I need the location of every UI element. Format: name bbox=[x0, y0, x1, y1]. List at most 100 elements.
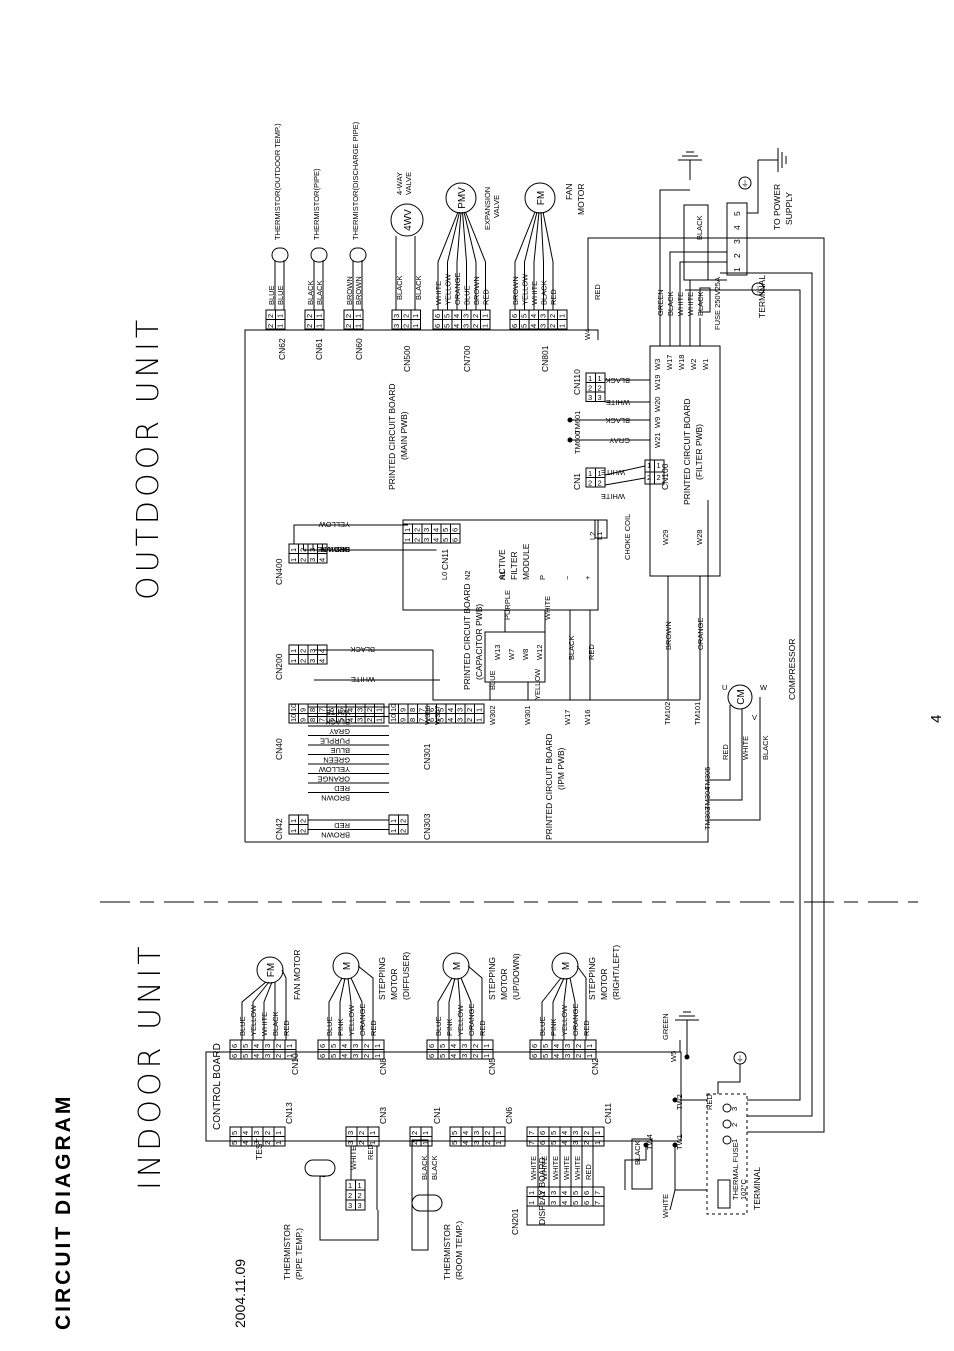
cn40-wire-label: BLACK bbox=[325, 718, 350, 727]
fan-wire bbox=[514, 211, 536, 310]
cn42 bbox=[288, 814, 309, 835]
ipm-pin-label: W307 bbox=[433, 705, 442, 725]
cn61-label: CN61 bbox=[314, 338, 324, 360]
tm-label: TM600 bbox=[573, 431, 582, 454]
supply-terminal-pin: 2 bbox=[732, 253, 742, 258]
cn200-pin: 2 bbox=[299, 649, 308, 653]
indoor-motor-wire-label: BLUE bbox=[538, 1016, 547, 1036]
pipe-thermistor-glyph: ~ bbox=[320, 1172, 326, 1183]
cn110-pin: 2 bbox=[598, 384, 602, 393]
w28-wire-label: ORANGE bbox=[696, 617, 705, 650]
cn303-pin: 2 bbox=[399, 829, 408, 833]
cn1-wire-black: BLACK bbox=[430, 1155, 439, 1180]
cn1-pin: 2 bbox=[410, 1141, 419, 1145]
cn42-pin: 1 bbox=[289, 819, 298, 823]
cn110-pin: 3 bbox=[598, 393, 602, 402]
cn200-pin: 1 bbox=[289, 649, 298, 653]
indoor-motor-wire-label: YELLOW bbox=[249, 1004, 258, 1036]
cn5-pin: 2 bbox=[471, 1044, 480, 1048]
cn400-wire-label: RED bbox=[334, 545, 350, 554]
cn303-pin: 1 bbox=[389, 829, 398, 833]
cn2-pin: 3 bbox=[563, 1054, 572, 1058]
cn11-pin: 4 bbox=[560, 1141, 569, 1145]
sensor-wire-label: BLACK bbox=[315, 280, 324, 305]
pmv-wire-label: ORANGE bbox=[453, 272, 462, 305]
indoor-earth bbox=[733, 1051, 747, 1065]
ipm-pin-label: W302 bbox=[488, 705, 497, 725]
indoor-motor-wire bbox=[339, 977, 346, 1040]
pipe-thermistor-conn-pin: 3 bbox=[348, 1201, 352, 1210]
cn3-wire-red: RED bbox=[366, 1144, 375, 1160]
compressor bbox=[727, 684, 753, 710]
cn100 bbox=[644, 459, 665, 485]
cn10-pin: 6 bbox=[230, 1054, 239, 1058]
cn40-wire-label: BLUE bbox=[330, 746, 350, 755]
pmv-label: EXPANSION bbox=[483, 187, 492, 230]
cn303 bbox=[388, 814, 409, 835]
white-wire-label: WHITE bbox=[661, 1194, 670, 1218]
filter-w-wire-label: BLACK bbox=[696, 291, 705, 316]
outdoor-thermistor bbox=[310, 247, 328, 263]
supply-earth bbox=[738, 176, 752, 190]
outdoor-cn1-pin: 1 bbox=[588, 469, 592, 478]
fan-wire-label: YELLOW bbox=[521, 273, 530, 305]
supply-label: TO POWER bbox=[772, 184, 782, 230]
cap-pin-label: W13 bbox=[493, 645, 502, 660]
indoor-motor-label: MOTOR bbox=[599, 969, 609, 1000]
supply-ground-wire bbox=[747, 160, 759, 214]
cn8-pin: 3 bbox=[351, 1054, 360, 1058]
indoor-motor-wire-label: BLUE bbox=[325, 1016, 334, 1036]
cn700-pin: 4 bbox=[452, 314, 461, 318]
junction-dot bbox=[567, 437, 573, 443]
indoor-motor-wire-label: WHITE bbox=[260, 1012, 269, 1036]
cn62-pin: 2 bbox=[266, 324, 275, 328]
cn11-pin: 6 bbox=[538, 1141, 547, 1145]
indoor-motor-wire bbox=[263, 981, 273, 1040]
w29-wire-label: BROWN bbox=[664, 621, 673, 650]
ipm-bus bbox=[432, 650, 700, 701]
cn100-label: CN100 bbox=[660, 463, 670, 490]
cn42-wire-label: BROWN bbox=[321, 831, 350, 840]
component-layer bbox=[205, 176, 765, 1251]
cn8-pin: 6 bbox=[318, 1044, 327, 1048]
display-wire-label: WHITE bbox=[529, 1156, 538, 1180]
indoor-terminal-pin: 2 bbox=[730, 1123, 739, 1127]
comp-black bbox=[708, 697, 761, 821]
cn301-pin: 6 bbox=[427, 718, 436, 722]
cn8-pin: 3 bbox=[351, 1044, 360, 1048]
indoor-terminal-pin: 3 bbox=[730, 1107, 739, 1111]
cn3-label: CN3 bbox=[378, 1107, 388, 1124]
cn200-wire-label: WHITE bbox=[351, 675, 375, 684]
tm-pin-label: W21 bbox=[653, 433, 662, 448]
cn201-pin: 2 bbox=[538, 1201, 547, 1205]
ipm-pin-label: TM305 bbox=[703, 767, 712, 790]
white-to-terminal-2 bbox=[679, 261, 727, 318]
pmv bbox=[445, 182, 477, 214]
cn2-pin: 2 bbox=[574, 1044, 583, 1048]
cn201-pin: 4 bbox=[560, 1191, 569, 1195]
cn200-pin: 4 bbox=[318, 659, 327, 663]
supply-terminal-pin: 3 bbox=[732, 239, 742, 244]
capacitor-pwb-label: PRINTED CIRCUIT BOARD bbox=[462, 583, 472, 690]
cn40-label: CN40 bbox=[274, 738, 284, 760]
cn11-pin: 2 bbox=[582, 1141, 591, 1145]
indoor-motor-wire bbox=[467, 965, 483, 1040]
cn40-pin: 5 bbox=[337, 718, 346, 722]
sensor-wire-label: BLUE bbox=[276, 285, 285, 305]
cn201-pin: 6 bbox=[582, 1201, 591, 1205]
fan-wire-label: WHITE bbox=[530, 281, 539, 305]
cn8 bbox=[317, 1039, 385, 1060]
cn500-label: CN500 bbox=[402, 345, 412, 372]
cn11-pin: 3 bbox=[571, 1131, 580, 1135]
cn200-wire-label: BLACK bbox=[350, 645, 375, 654]
ipm-pin-label: TM304 bbox=[703, 787, 712, 810]
display-wire-label: WHITE bbox=[573, 1156, 582, 1180]
cn201-pin: 7 bbox=[593, 1191, 602, 1195]
cn200-label: CN200 bbox=[274, 653, 284, 680]
af-pin-label: − bbox=[563, 575, 572, 580]
cn201-pin: 7 bbox=[593, 1201, 602, 1205]
cn700-pin: 6 bbox=[433, 324, 442, 328]
indoor-motor-wire-label: RED bbox=[582, 1020, 591, 1036]
filter-w-label: W17 bbox=[665, 355, 674, 370]
